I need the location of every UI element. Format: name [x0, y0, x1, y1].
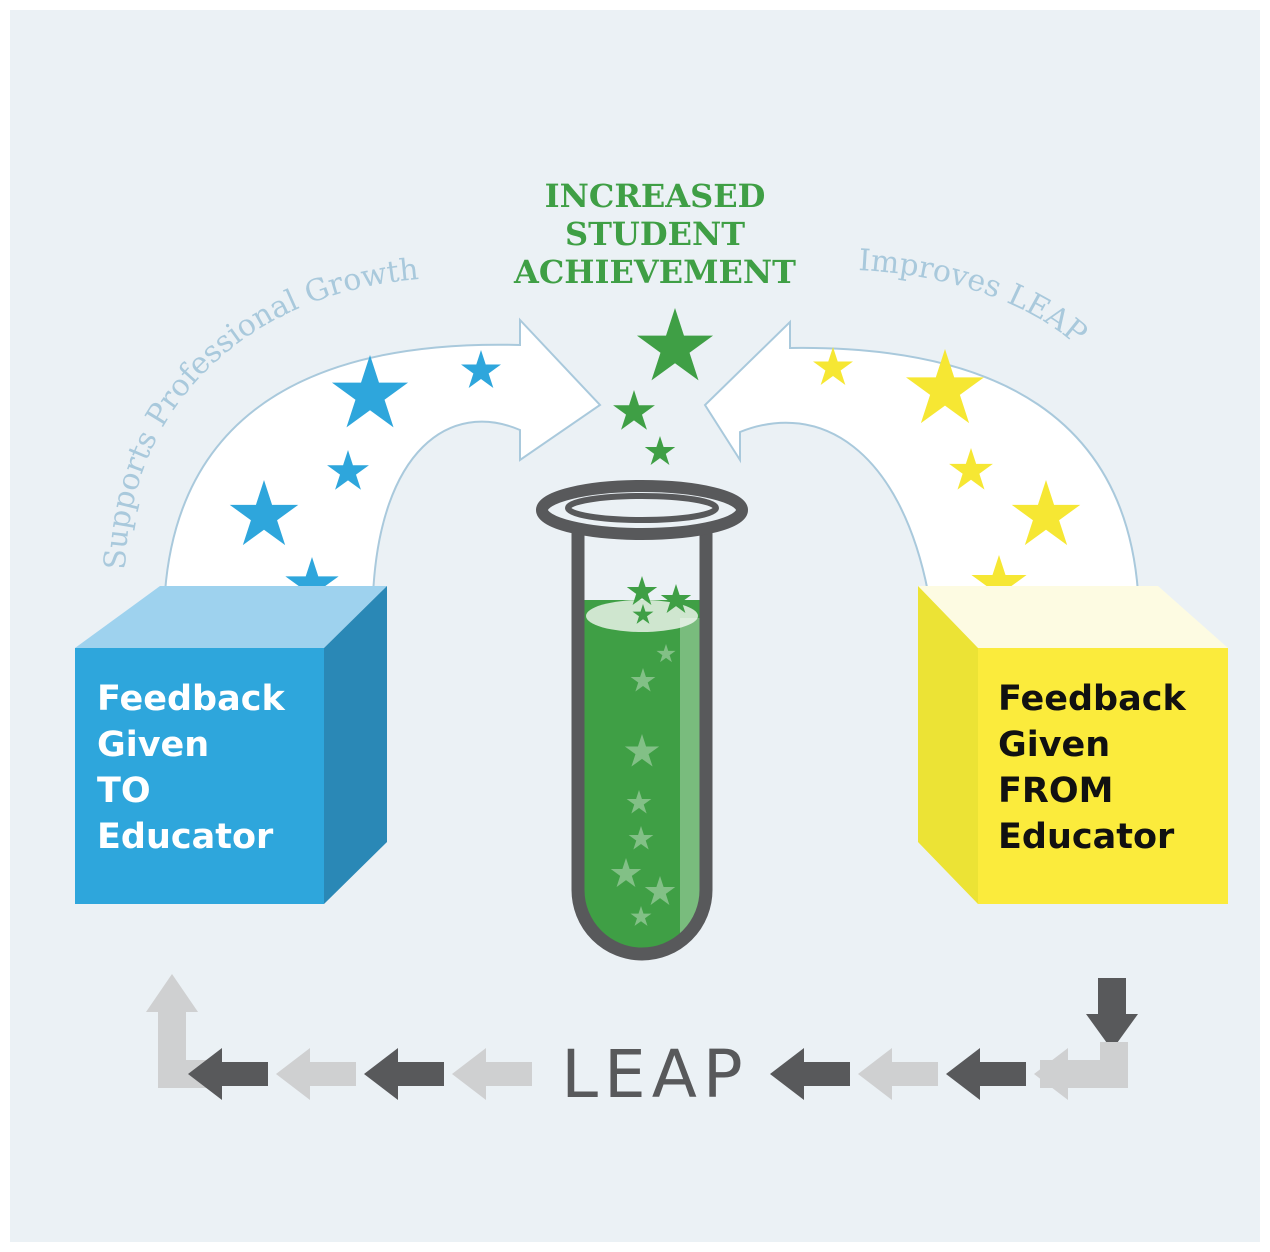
left-cube-top	[75, 586, 387, 648]
right-cube-top	[918, 586, 1228, 648]
right-cube-side	[918, 586, 978, 904]
arrow-left-icon	[858, 1048, 938, 1100]
arrow-left-icon	[188, 1048, 268, 1100]
left-cube-front	[75, 648, 324, 904]
leap-cycle: LEAP	[146, 974, 1138, 1113]
leap-label: LEAP	[561, 1036, 748, 1113]
right-box-line-2: Given	[998, 725, 1110, 765]
left-box-line-3: TO	[97, 771, 151, 811]
heading-line-2: STUDENT	[565, 215, 745, 253]
heading-line-1: INCREASED	[545, 177, 766, 215]
left-box-line-2: Given	[97, 725, 209, 765]
arrow-left-icon	[452, 1048, 532, 1100]
right-feedback-cube: Feedback Given FROM Educator	[918, 586, 1228, 904]
left-box-line-1: Feedback	[97, 679, 285, 719]
tube-liquid	[584, 600, 700, 948]
arrow-left-icon	[276, 1048, 356, 1100]
arrow-up-icon	[146, 974, 210, 1088]
left-feedback-cube: Feedback Given TO Educator	[75, 586, 387, 904]
left-cube-side	[324, 586, 387, 904]
test-tube-icon	[536, 480, 748, 961]
arrow-left-icon	[1034, 1048, 1100, 1100]
right-box-line-1: Feedback	[998, 679, 1186, 719]
arrow-left-icon	[946, 1048, 1026, 1100]
left-box-line-4: Educator	[97, 817, 274, 857]
heading-line-3: ACHIEVEMENT	[513, 253, 796, 291]
right-box-line-3: FROM	[998, 771, 1113, 811]
right-box-line-4: Educator	[998, 817, 1175, 857]
arrow-left-icon	[770, 1048, 850, 1100]
right-arc-arrow	[703, 319, 1140, 593]
right-cube-front	[978, 648, 1228, 904]
arrow-left-icon	[364, 1048, 444, 1100]
